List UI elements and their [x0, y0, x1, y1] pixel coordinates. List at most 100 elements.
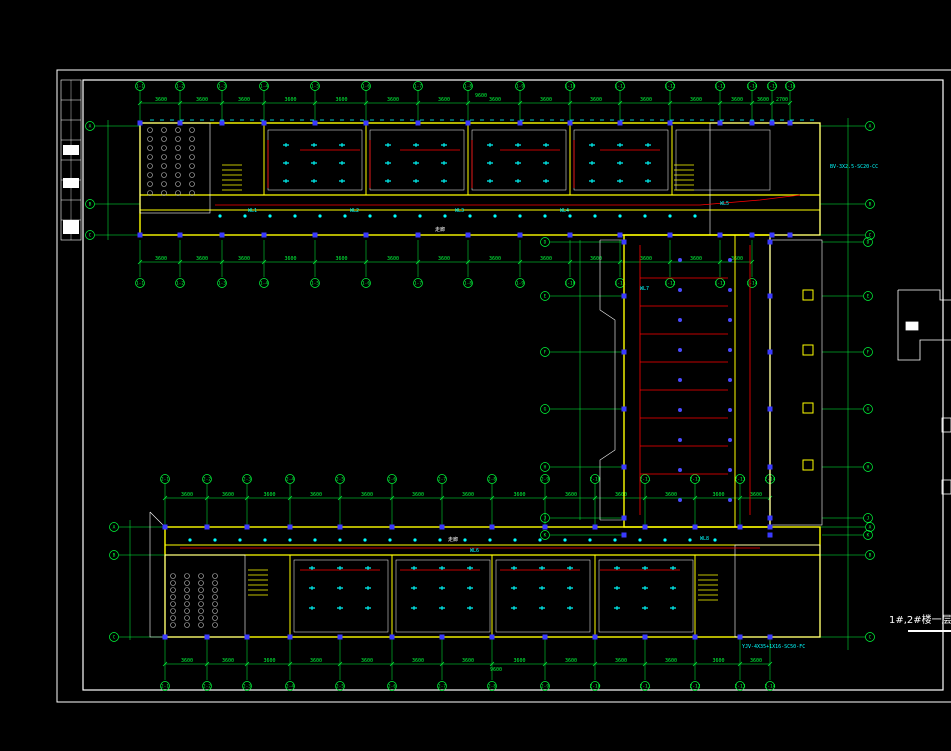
- axis-bubble-bottom-upper: 2-1: [160, 474, 170, 484]
- dim-bottom-upper-tick: [542, 495, 548, 501]
- dim-top-lower-text: 3600: [238, 256, 250, 262]
- axis-bubble-east-right-circle: [863, 530, 873, 540]
- axis-bubble-top-lower-text: 1-3: [218, 281, 226, 287]
- column-north-bottom: [617, 232, 623, 238]
- south-wing: [149, 511, 821, 638]
- axis-bubble-top-text: 1-8: [464, 84, 472, 90]
- axis-bubble-top-lower-text: 1-8: [464, 281, 472, 287]
- column-north-bottom: [567, 232, 573, 238]
- toilet-fixture-south: [198, 622, 204, 628]
- column-north-bottom: [787, 232, 793, 238]
- column-south-bottom: [244, 634, 250, 640]
- dim-bottom-upper-tick: [244, 495, 250, 501]
- fixture-east-hall: [678, 498, 682, 502]
- dim-bottom-upper-text: 3600: [514, 492, 526, 498]
- axis-bubble-east-left-circle: [540, 347, 550, 357]
- axis-bubble-top: 1-15: [767, 81, 778, 91]
- dim-bottom-upper-text: 3600: [412, 492, 424, 498]
- axis-bubble-east-left: D: [540, 237, 550, 247]
- toilet-fixture-north: [175, 127, 181, 133]
- toilet-fixture-north: [161, 172, 167, 178]
- column-north-top: [617, 120, 623, 126]
- axis-bubble-east-left-circle: [540, 404, 550, 414]
- axis-bubble-bottom-text: 2-2: [203, 684, 211, 690]
- toilet-fixture-north: [189, 136, 195, 142]
- axis-bubble-top-text: 1-3: [218, 84, 226, 90]
- fixture-east-hall: [728, 498, 732, 502]
- toilet-fixture-north: [175, 136, 181, 142]
- axis-bubble-bottom: 2-1: [160, 681, 170, 691]
- axis-bubble-east-right-circle: [863, 347, 873, 357]
- fixture-east-panel: [802, 402, 814, 414]
- dim-top-text: 3600: [438, 97, 450, 103]
- axis-bubble-top-lower-circle: [515, 278, 525, 288]
- column-north-bottom: [219, 232, 225, 238]
- axis-bubble-east-left-circle: [540, 513, 550, 523]
- dim-bottom-tick: [767, 661, 773, 667]
- toilet-fixture-south: [198, 573, 204, 579]
- column-north-bottom: [667, 232, 673, 238]
- circuit-tag: WL7: [640, 286, 649, 292]
- dim-bottom-upper-text: 3600: [462, 492, 474, 498]
- fixture-corridor-south: [513, 538, 517, 542]
- axis-bubble-top-circle: [413, 81, 423, 91]
- axis-bubble-bottom-upper-text: 2-3: [243, 477, 251, 483]
- light-fixtures: [150, 119, 814, 610]
- corridor-label-north: 走廊: [435, 226, 445, 233]
- column-north-bottom: [517, 232, 523, 238]
- axis-bubble-top-lower-text: 1-10: [565, 281, 576, 287]
- dim-bottom-text: 3600: [665, 658, 677, 664]
- axis-bubble-bottom-text: 2-9: [541, 684, 549, 690]
- toilet-fixture-south: [212, 622, 218, 628]
- column-north-bottom: [177, 232, 183, 238]
- axis-bubble-top-text: 1-7: [414, 84, 422, 90]
- axis-bubble-bottom-upper-text: 2-1: [161, 477, 169, 483]
- axis-bubble-bottom-upper-circle: [335, 474, 345, 484]
- axis-bubble-east-right-circle: [863, 462, 873, 472]
- column-south-top: [592, 524, 598, 530]
- toilet-fixture-north: [189, 190, 195, 196]
- axis-bubble-top-circle: [361, 81, 371, 91]
- toilet-fixture-north: [175, 163, 181, 169]
- toilet-fixture-south: [212, 587, 218, 593]
- fixture-corridor-south: [213, 538, 217, 542]
- axis-bubble-right-south-text: C: [869, 635, 872, 641]
- toilet-fixture-south: [212, 580, 218, 586]
- fixture-corridor-south: [538, 538, 542, 542]
- stair-south-east: [698, 574, 718, 601]
- column-south-bottom: [542, 634, 548, 640]
- axis-bubble-top-text: 1-6: [362, 84, 370, 90]
- axis-bubble-top-lower: 1-1: [135, 278, 145, 288]
- column-east-right: [767, 515, 773, 521]
- fixture-east-hall: [728, 318, 732, 322]
- toilet-fixture-south: [184, 587, 190, 593]
- dim-top-lower-tick: [567, 259, 573, 265]
- axis-bubble-bottom-upper-circle: [160, 474, 170, 484]
- axis-bubble-bottom-upper: 2-2: [202, 474, 212, 484]
- axis-bubble-bottom-upper-text: 2-9: [541, 477, 549, 483]
- column-north-bottom: [363, 232, 369, 238]
- axis-bubble-bottom: 2-5: [335, 681, 345, 691]
- dim-bottom-upper-text: 3600: [665, 492, 677, 498]
- axis-bubble-east-right-text: F: [867, 350, 870, 356]
- toilet-fixture-north: [147, 172, 153, 178]
- axis-bubble-top-text: 1-12: [665, 84, 676, 90]
- axis-bubble-top: 1-3: [217, 81, 227, 91]
- axis-bubble-bottom-upper: 2-3: [242, 474, 252, 484]
- column-north-bottom: [137, 232, 143, 238]
- column-north-top: [717, 120, 723, 126]
- axis-bubble-left-north: A: [85, 121, 95, 131]
- axis-bubble-left-south-circle: [109, 632, 119, 642]
- dim-bottom-upper-tick: [737, 495, 743, 501]
- axis-bubble-top-lower: 1-12: [665, 278, 676, 288]
- dim-bottom-upper-text: 3600: [565, 492, 577, 498]
- toilet-fixture-north: [189, 127, 195, 133]
- axis-bubble-top-text: 1-1: [136, 84, 144, 90]
- axis-bubble-top-lower-circle: [175, 278, 185, 288]
- axis-bubble-top-lower: 1-7: [413, 278, 423, 288]
- fixture-east-hall: [678, 408, 682, 412]
- column-south-top: [162, 524, 168, 530]
- column-south-bottom: [592, 634, 598, 640]
- axis-bubble-east-left-circle: [540, 462, 550, 472]
